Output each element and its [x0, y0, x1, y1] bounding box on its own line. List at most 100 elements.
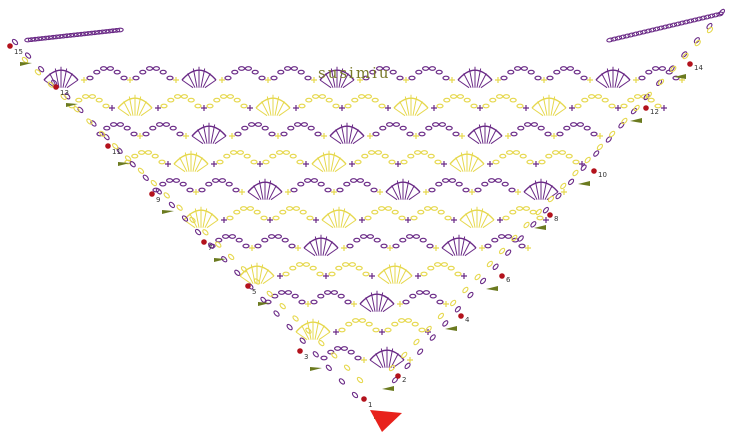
tall-stitch — [455, 157, 464, 172]
chain-stitch — [179, 181, 187, 187]
chain-stitch — [527, 69, 535, 75]
chain-stitch — [620, 103, 628, 109]
tall-stitch — [338, 68, 344, 88]
sc-stitch — [155, 105, 161, 111]
edge-chain — [699, 15, 707, 21]
tall-stitch — [398, 269, 407, 284]
red-dot-icon — [547, 212, 553, 218]
tall-stitch — [262, 275, 275, 285]
edge-chain — [91, 30, 99, 36]
tall-stitch — [388, 264, 394, 284]
row-number-right: 6 — [506, 276, 511, 284]
chain-stitch — [355, 265, 363, 271]
chain-stitch — [426, 243, 434, 249]
edge-chain — [59, 33, 68, 39]
tall-stitch — [206, 219, 219, 229]
chain-stitch — [346, 243, 354, 249]
chain-stitch — [594, 94, 603, 99]
green-arrow-icon — [162, 210, 174, 214]
sc-stitch — [405, 217, 411, 223]
edge-chain — [103, 133, 110, 141]
edge-chain — [99, 130, 106, 137]
chain-stitch — [386, 122, 394, 127]
tall-stitch — [194, 157, 203, 172]
edge-chain — [49, 34, 57, 40]
sc-stitch — [173, 77, 179, 83]
chain-stitch — [102, 103, 110, 109]
chain-stitch — [296, 159, 304, 165]
chain-stitch — [470, 103, 478, 109]
stitch-fans — [43, 66, 685, 369]
sc-stitch — [201, 105, 207, 111]
edge-chain — [401, 351, 408, 359]
tall-stitch — [383, 269, 392, 284]
edge-chain — [45, 35, 53, 41]
chain-stitch — [370, 187, 378, 193]
edge-chain — [630, 107, 638, 115]
sc-stitch — [377, 189, 383, 195]
tall-stitch — [278, 107, 291, 117]
sc-stitch — [357, 77, 363, 83]
edge-chain — [682, 52, 689, 60]
edge-chain — [253, 278, 261, 285]
tall-stitch — [322, 152, 328, 172]
chain-stitch — [418, 327, 426, 333]
chain-stitch — [491, 237, 499, 243]
chain-stitch — [499, 153, 507, 159]
chain-stitch — [282, 271, 290, 277]
chain-stitch — [81, 94, 90, 99]
green-arrow-icon — [445, 326, 457, 331]
chain-stitch — [422, 66, 430, 71]
edge-chain — [645, 91, 652, 99]
green-arrow-icon — [486, 286, 498, 291]
chain-stitch — [515, 206, 524, 211]
chain-stitch — [509, 209, 517, 215]
tall-stitch — [404, 180, 410, 200]
sc-stitch — [407, 357, 413, 363]
green-arrow-icon — [258, 302, 270, 306]
chain-stitch — [353, 237, 361, 243]
chain-stitch — [260, 215, 268, 221]
edge-chain — [38, 65, 45, 73]
sc-stitch — [523, 105, 529, 111]
chain-stitch — [332, 103, 340, 109]
sc-stitch — [561, 189, 567, 195]
chain-stitch — [512, 150, 521, 155]
chain-stitch — [425, 125, 433, 131]
chain-stitch — [243, 153, 251, 159]
chain-stitch — [278, 290, 286, 295]
tall-stitch — [554, 107, 567, 117]
chain-stitch — [371, 209, 379, 215]
edge-chain — [260, 296, 267, 304]
sc-stitch — [211, 161, 217, 167]
chain-stitch — [304, 178, 312, 183]
chain-stitch — [343, 181, 351, 187]
edge-chain — [189, 216, 196, 224]
sc-stitch — [543, 217, 549, 223]
tall-stitch — [200, 68, 206, 88]
edge-chain — [678, 20, 686, 26]
tall-stitch — [303, 247, 316, 257]
chain-stitch — [187, 97, 195, 103]
red-dot-icon — [201, 239, 207, 245]
chain-stitch — [352, 318, 360, 323]
edge-chain — [580, 164, 587, 171]
tall-stitch — [204, 213, 213, 228]
chain-stitch — [123, 125, 131, 131]
edge-chain — [124, 155, 132, 162]
edge-chain — [95, 29, 103, 35]
chain-stitch — [347, 349, 355, 355]
chain-stitch — [506, 150, 514, 155]
tall-stitch — [214, 135, 227, 145]
sc-stitch — [397, 301, 403, 307]
tall-stitch — [330, 152, 336, 172]
tall-stitch — [473, 129, 482, 144]
chain-stitch — [496, 94, 504, 99]
chain-stitch — [253, 209, 261, 215]
sc-stitch — [413, 133, 419, 139]
tall-stitch — [342, 79, 355, 89]
tall-stitch — [317, 157, 326, 172]
tall-stitch — [459, 219, 472, 229]
tall-stitch — [192, 68, 198, 88]
chain-stitch — [565, 153, 573, 159]
